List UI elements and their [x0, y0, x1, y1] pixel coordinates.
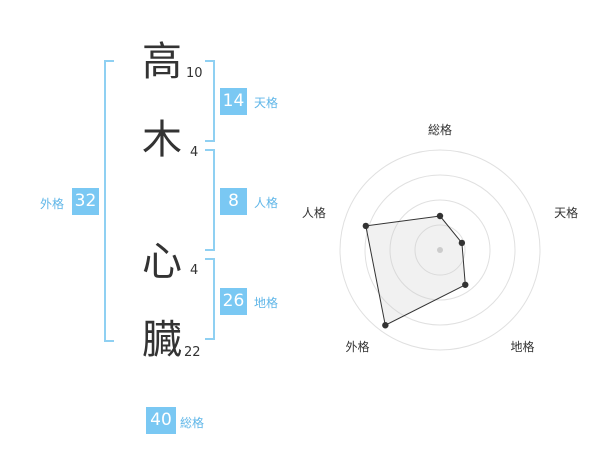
name-char-1: 高 [142, 39, 182, 85]
jinkaku-bracket [205, 149, 215, 251]
radar-point-5 [362, 222, 370, 230]
radar-ring-1 [414, 224, 466, 276]
radar-axis-label-2: 天格 [554, 205, 578, 220]
radar-point-1 [436, 212, 444, 220]
radar-point-3 [462, 281, 469, 288]
chikaku-label: 地格 [254, 296, 279, 310]
gaikaku-label: 外格 [40, 197, 65, 211]
soukaku-label: 総格 [180, 416, 205, 430]
radar-axis-label-4: 外格 [345, 339, 369, 354]
radar-center [437, 247, 443, 253]
stroke-count-2: 4 [190, 145, 199, 160]
jinkaku-value: 8 [220, 188, 247, 215]
tenkaku-label: 天格 [254, 96, 279, 110]
jinkaku-label: 人格 [254, 196, 279, 210]
gaikaku-bracket [104, 60, 114, 342]
soukaku-value: 40 [146, 407, 176, 434]
tenkaku-value: 14 [220, 88, 247, 115]
radar-ring-4 [339, 149, 541, 351]
name-char-3: 心 [142, 239, 182, 285]
stroke-count-1: 10 [186, 66, 203, 81]
stroke-count-4: 22 [184, 345, 201, 360]
radar-axis-label-5: 人格 [302, 205, 326, 220]
radar-axis-label-1: 総格 [428, 122, 452, 137]
name-char-4: 臓 [142, 317, 182, 363]
radar-polygon [365, 215, 466, 326]
radar-point-2 [458, 239, 466, 247]
radar-ring-2 [389, 199, 491, 301]
radar-axis-label-3: 地格 [511, 339, 535, 354]
chikaku-bracket [205, 258, 215, 340]
radar-point-4 [382, 322, 389, 329]
name-char-2: 木 [142, 117, 182, 163]
stroke-count-3: 4 [190, 263, 199, 278]
tenkaku-bracket [205, 60, 215, 142]
gaikaku-value: 32 [72, 188, 99, 215]
radar-ring-3 [364, 174, 516, 326]
chikaku-value: 26 [220, 288, 247, 315]
